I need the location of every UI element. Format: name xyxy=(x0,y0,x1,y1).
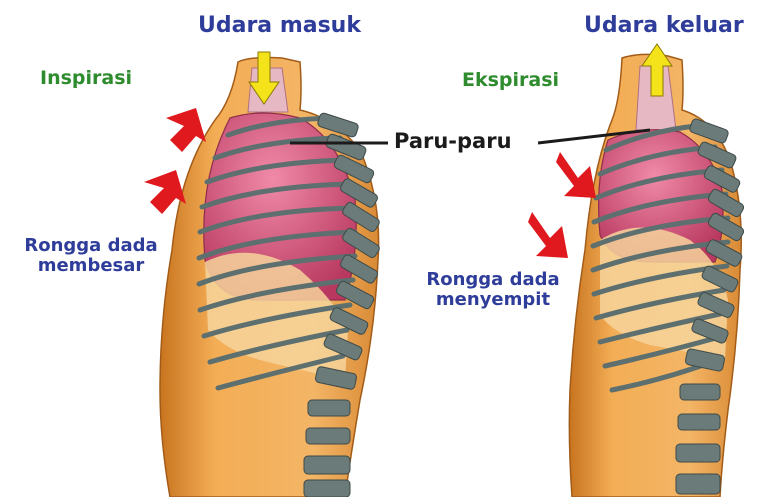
cavity-enlarges-line2: membesar xyxy=(8,256,174,276)
air-out-label: Udara keluar xyxy=(584,14,744,38)
cavity-narrows-label: Rongga dada menyempit xyxy=(410,270,576,310)
cavity-enlarges-label: Rongga dada membesar xyxy=(8,236,174,276)
cavity-narrows-line1: Rongga dada xyxy=(410,270,576,290)
cavity-enlarges-line1: Rongga dada xyxy=(8,236,174,256)
air-in-label: Udara masuk xyxy=(198,14,361,38)
lungs-label: Paru-paru xyxy=(394,130,512,153)
inspiration-title: Inspirasi xyxy=(40,68,132,89)
inspiration-torso xyxy=(144,52,381,497)
cavity-narrows-line2: menyempit xyxy=(410,290,576,310)
expiration-title: Ekspirasi xyxy=(462,70,559,91)
